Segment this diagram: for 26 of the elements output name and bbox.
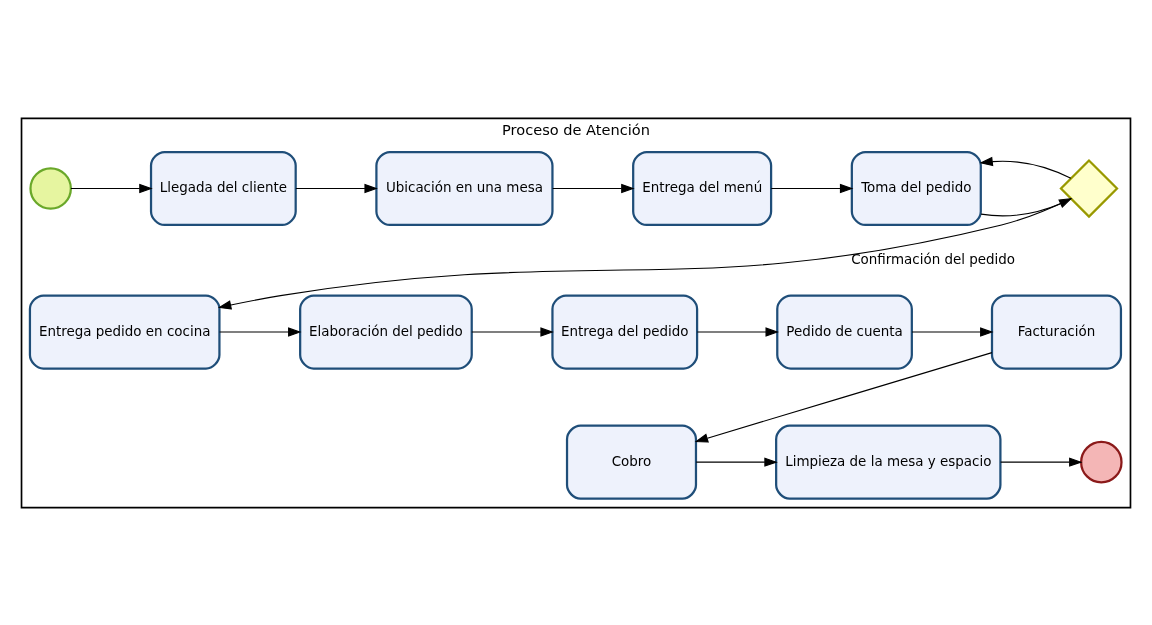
- node-box: Entrega del menú: [632, 150, 773, 226]
- arrow: [295, 183, 378, 193]
- arrow: [770, 183, 854, 193]
- node-box: Limpieza de la mesa y espacio: [775, 424, 1002, 500]
- node-box: Ubicación en una mesa: [375, 150, 554, 226]
- arrow: [552, 183, 635, 193]
- arrow: [1000, 456, 1083, 467]
- node-box: Entrega del pedido: [551, 294, 699, 370]
- node-box: Toma del pedido: [850, 150, 982, 226]
- node-box: Pedido de cuenta: [776, 294, 913, 370]
- arrow: [219, 326, 302, 337]
- arrow: [979, 156, 1072, 179]
- node-box: Elaboración del pedido: [299, 294, 473, 370]
- arrow: [696, 326, 779, 337]
- arrow: [695, 456, 778, 467]
- arrow: [911, 326, 994, 337]
- node-circle: [1080, 440, 1123, 483]
- node-box: Facturación: [990, 294, 1123, 370]
- node-box: Llegada del cliente: [149, 150, 297, 226]
- node-circle: [29, 166, 72, 210]
- arrow: [471, 326, 554, 337]
- node-box: Entrega pedido en cocina: [28, 294, 221, 370]
- edge-label: Confirmación del pedido: [851, 251, 1016, 267]
- arrow: [70, 183, 153, 193]
- node-box: Cobro: [565, 424, 698, 500]
- arrow: [694, 351, 993, 443]
